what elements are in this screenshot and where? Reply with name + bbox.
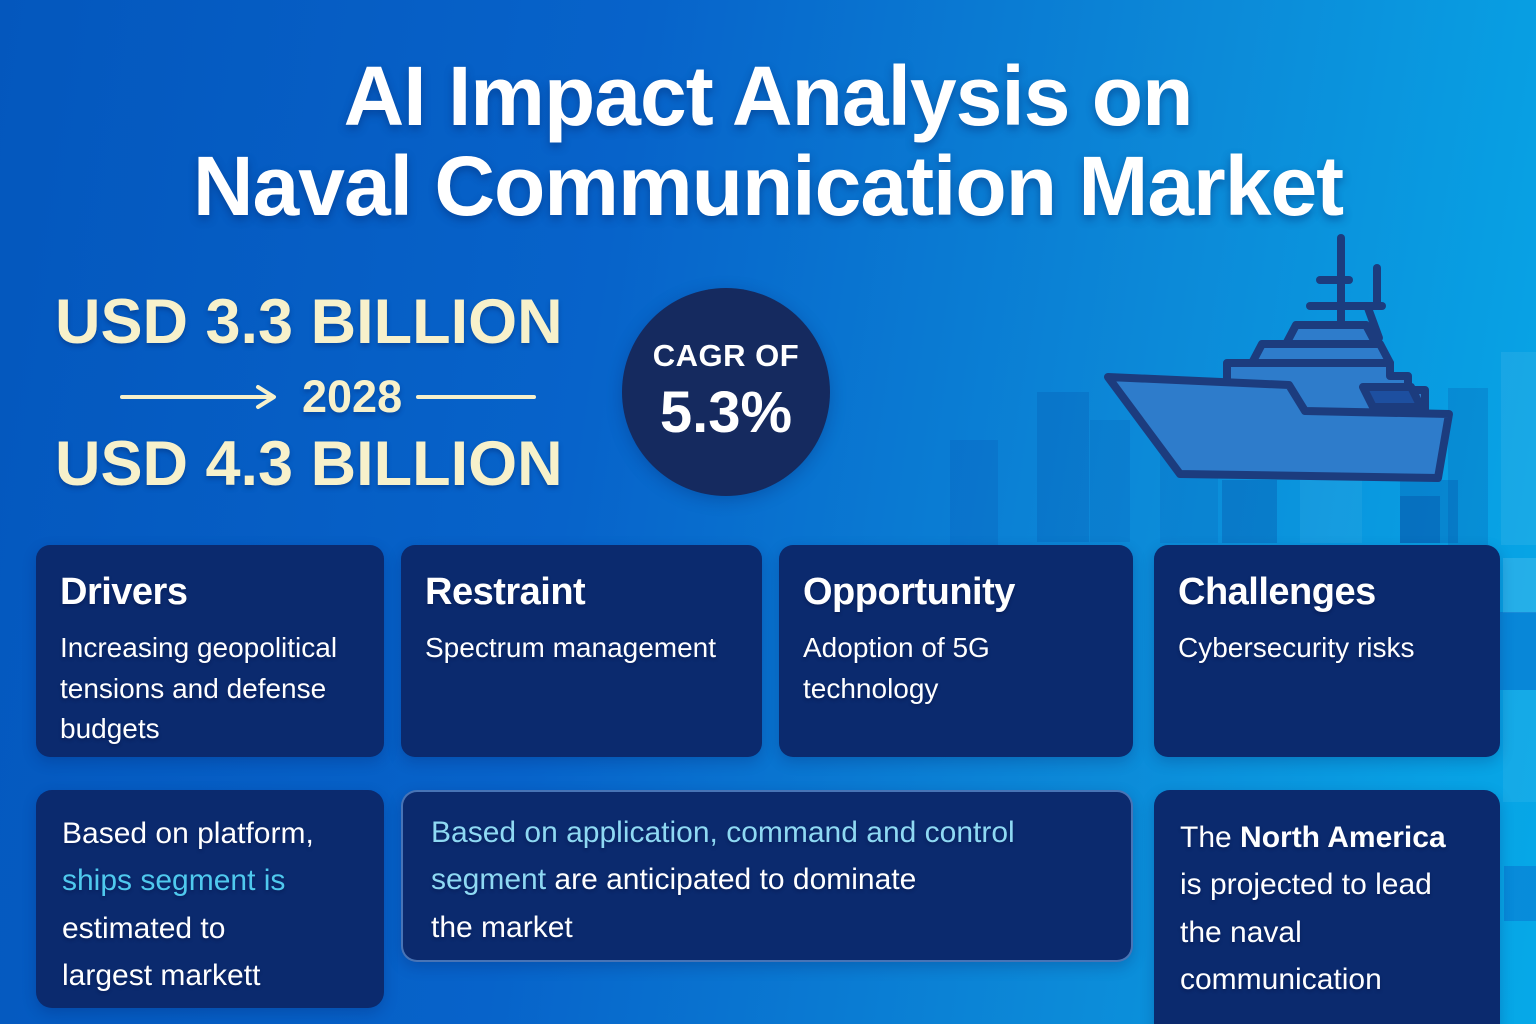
- card-restraint-body: Spectrum management: [425, 632, 717, 663]
- insight-region-name: North America: [1240, 821, 1446, 854]
- decor-block: [1090, 420, 1130, 542]
- decor-block: [1222, 480, 1277, 543]
- decor-block: [1448, 388, 1488, 545]
- insight-platform-line1: Based on platform,: [62, 817, 314, 850]
- decor-block: [1500, 612, 1536, 690]
- card-restraint: Restraint Spectrum management: [401, 545, 762, 757]
- insight-application-line3: the market: [431, 910, 573, 944]
- forecast-year: 2028: [302, 371, 403, 422]
- market-value-2023: USD 3.3 BILLION: [55, 287, 563, 357]
- year-dash-line: [416, 395, 537, 399]
- market-value-2028: USD 4.3 BILLION: [55, 429, 563, 499]
- insight-application-line2: segment are anticipated to dominate: [431, 856, 1103, 903]
- forecast-year-row: 2028: [118, 371, 537, 422]
- insight-region-line4: communication: [1180, 963, 1382, 997]
- cagr-label: CAGR OF: [652, 338, 800, 373]
- decor-block: [1501, 352, 1536, 545]
- insight-platform-line4: largest markett: [62, 959, 261, 993]
- page-title-line2: Naval Communication Market: [192, 138, 1344, 233]
- insight-region-prefix: The: [1180, 821, 1241, 854]
- insight-application-segment: segment: [431, 863, 547, 897]
- naval-ship-icon: [1078, 226, 1536, 528]
- insight-application-line1: Based on application, command and contro…: [431, 816, 1015, 849]
- insight-region-line3: the naval: [1180, 915, 1302, 949]
- page-title: AI Impact Analysis on Naval Communicatio…: [0, 49, 1536, 233]
- decor-block: [1400, 480, 1458, 543]
- insight-application-card: Based on application, command and contro…: [401, 790, 1133, 962]
- decor-block: [1503, 558, 1536, 613]
- card-challenges-body: Cybersecurity risks: [1178, 632, 1415, 663]
- decor-block: [1503, 690, 1536, 802]
- decor-block: [1037, 392, 1089, 542]
- insight-application-rest: are anticipated to dominate: [546, 863, 917, 897]
- page-title-line1: AI Impact Analysis on: [343, 49, 1194, 143]
- card-restraint-title: Restraint: [425, 571, 586, 613]
- insight-platform-line2: ships segment is: [62, 864, 286, 898]
- decor-block: [1504, 866, 1536, 921]
- cagr-badge: CAGR OF 5.3%: [622, 288, 830, 496]
- insight-region-line2: is projected to lead: [1180, 868, 1432, 902]
- card-drivers-title: Drivers: [60, 571, 188, 613]
- insight-platform-line3: estimated to: [62, 911, 226, 945]
- cagr-value: 5.3%: [659, 380, 793, 445]
- insight-region-card: The North America is projected to lead t…: [1154, 790, 1500, 1024]
- card-challenges: Challenges Cybersecurity risks: [1154, 545, 1500, 757]
- right-arrow-icon: [120, 385, 276, 409]
- decor-block: [1400, 496, 1440, 543]
- insight-region-line1: The North America: [1180, 814, 1474, 861]
- decor-block: [950, 440, 998, 545]
- card-opportunity-title: Opportunity: [803, 571, 1015, 613]
- insight-platform-card: Based on platform, ships segment is esti…: [36, 790, 384, 1008]
- card-challenges-title: Challenges: [1178, 571, 1376, 613]
